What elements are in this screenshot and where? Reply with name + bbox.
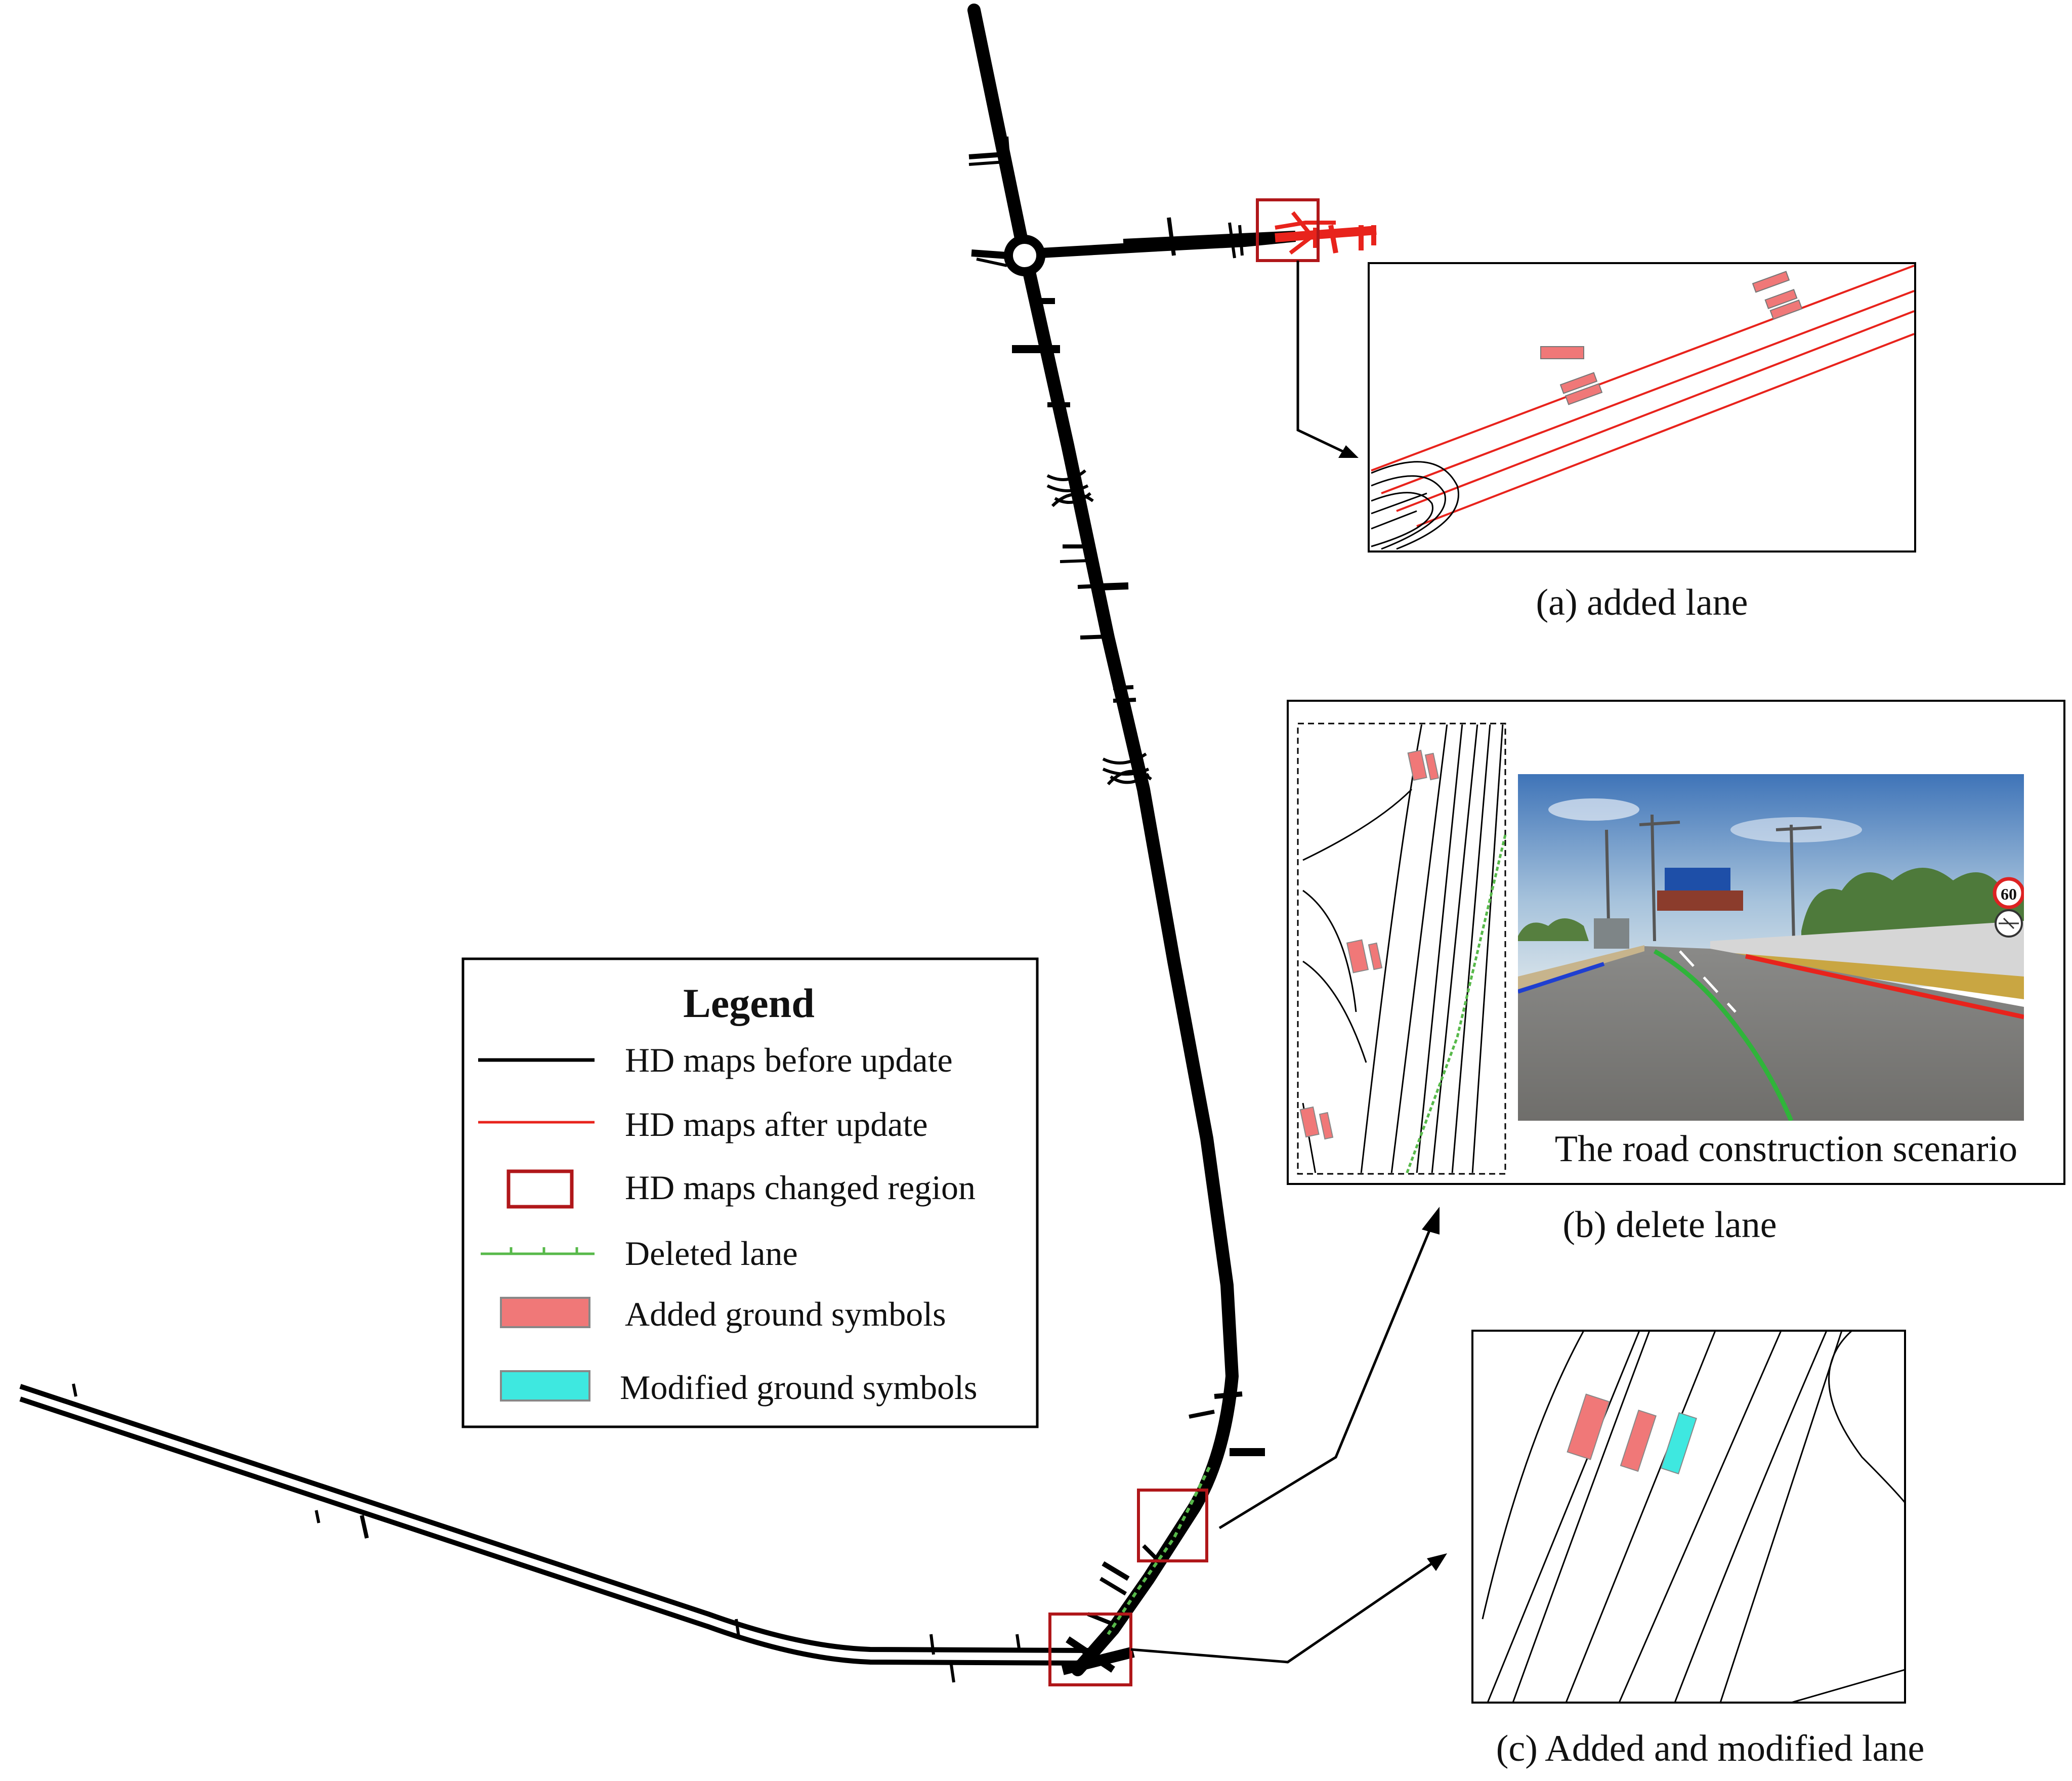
legend-label-modified-symbols: Modified ground symbols xyxy=(620,1368,977,1407)
panel-b-delete-lane: 60 The road construction scenario (b) de… xyxy=(1287,700,2065,1246)
southwest-road xyxy=(19,1384,1088,1653)
photo-green-lane xyxy=(1653,949,1794,1121)
main-road-trunk xyxy=(967,4,1239,1676)
legend-swatch-added-symbols xyxy=(500,1297,590,1328)
interchange-2 xyxy=(1102,752,1152,786)
legend-box xyxy=(461,957,1039,1428)
arrow-to-panel-b xyxy=(1218,1224,1433,1530)
panel-c-added-modified-lane: (c) Added and modified lane xyxy=(1471,1330,1925,1769)
legend-label-added-symbols: Added ground symbols xyxy=(625,1295,946,1333)
panel-c-caption: (c) Added and modified lane xyxy=(1496,1728,1925,1769)
panel-a-caption: (a) added lane xyxy=(1536,582,1748,623)
deleted-lane-on-map xyxy=(1107,1466,1211,1635)
legend-label-deleted: Deleted lane xyxy=(625,1234,798,1273)
photo-blue-lane xyxy=(1518,962,1605,994)
photo-caption: The road construction scenario xyxy=(1555,1128,2017,1170)
legend-title: Legend xyxy=(683,980,815,1026)
photo-red-lane xyxy=(1745,954,2024,1020)
legend-label-after: HD maps after update xyxy=(625,1105,928,1143)
panel-b-caption: (b) delete lane xyxy=(1562,1204,1777,1246)
changed-region-box-a xyxy=(1256,198,1320,262)
road-side-ticks xyxy=(72,136,1265,1683)
arrow-to-panel-c xyxy=(1130,1562,1433,1664)
east-branch-road xyxy=(1041,232,1296,258)
arrow-to-panel-a xyxy=(1296,261,1347,454)
updated-road-segment xyxy=(1275,211,1377,255)
legend-swatch-deleted xyxy=(481,1247,595,1255)
panel-a-added-lane: (a) added lane xyxy=(1368,262,1916,623)
overhead-sign xyxy=(1665,868,1730,890)
changed-region-box-b xyxy=(1137,1489,1208,1562)
callout-arrows xyxy=(1130,261,1447,1664)
legend-label-changed: HD maps changed region xyxy=(625,1168,976,1207)
road-construction-photo: 60 xyxy=(1518,774,2024,1121)
added-symbols-panel-b xyxy=(1299,749,1440,1140)
main-road-network xyxy=(19,4,1377,1686)
roundabout xyxy=(1004,235,1045,276)
added-symbols-panel-a xyxy=(1540,271,1803,405)
legend-label-before: HD maps before update xyxy=(625,1041,953,1079)
modified-symbol-panel-c xyxy=(1660,1412,1697,1474)
added-symbols-panel-c xyxy=(1567,1393,1657,1472)
legend-swatch-modified-symbols xyxy=(500,1370,590,1402)
svg-text:60: 60 xyxy=(2001,885,2017,903)
legend-swatch-changed xyxy=(506,1169,574,1209)
legend: Legend HD maps before update HD maps aft… xyxy=(461,957,1039,1428)
interchange-1 xyxy=(1046,469,1094,507)
deleted-lane-panel-b xyxy=(1405,834,1507,1174)
panel-b-lane-schematic xyxy=(1297,723,1506,1175)
speed-limit-sign xyxy=(1993,877,2024,909)
